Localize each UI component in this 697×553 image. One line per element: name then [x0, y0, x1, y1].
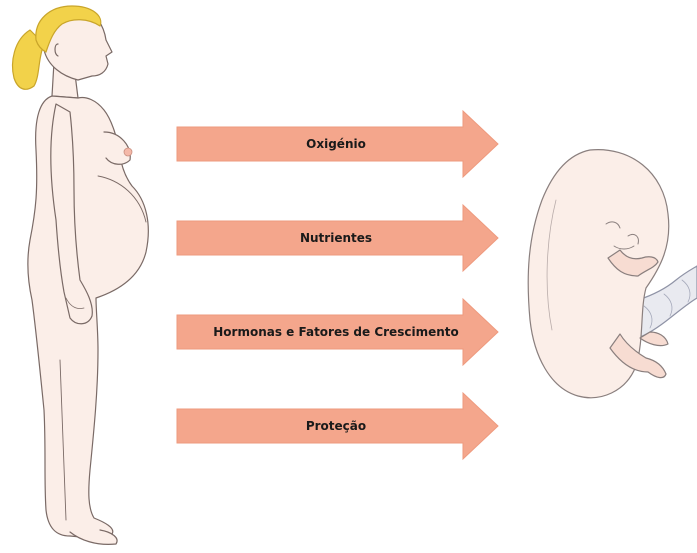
arrow-3: Hormonas e Fatores de Crescimento: [177, 299, 498, 365]
arrow-1: Oxigénio: [177, 111, 498, 177]
pregnant-woman-icon: [13, 6, 149, 544]
arrow-2: Nutrientes: [177, 205, 498, 271]
arrow-label: Hormonas e Fatores de Crescimento: [213, 325, 458, 339]
fetus-icon: [528, 150, 697, 398]
arrow-4: Proteção: [177, 393, 498, 459]
arrow-label: Proteção: [306, 419, 366, 433]
arrow-label: Nutrientes: [300, 231, 372, 245]
arrow-label: Oxigénio: [306, 137, 366, 151]
